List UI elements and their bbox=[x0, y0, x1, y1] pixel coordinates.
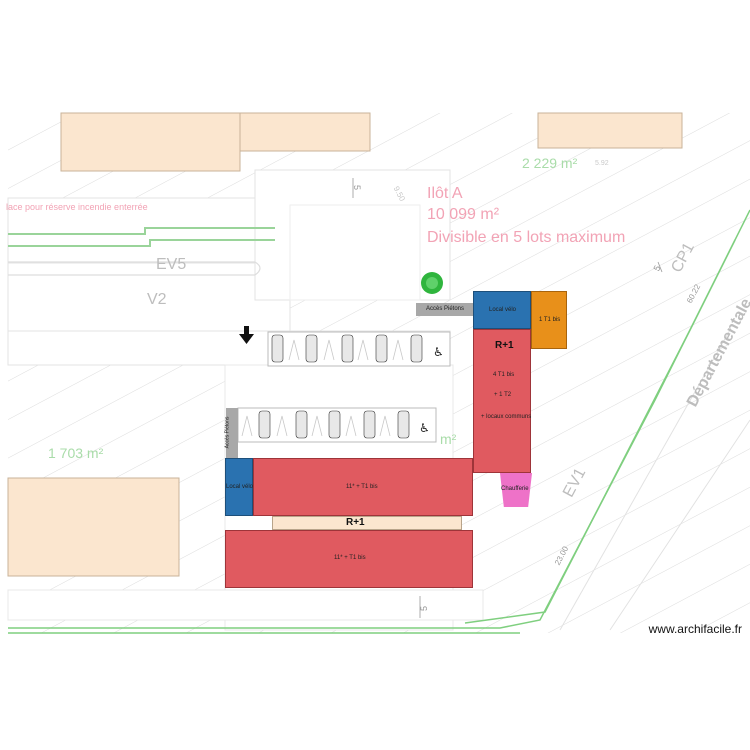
ev5-green-path bbox=[8, 227, 275, 247]
parking-row-bottom bbox=[237, 407, 437, 443]
ev5-road-edges bbox=[8, 261, 261, 276]
departementale-road-lines bbox=[559, 329, 750, 631]
area-west: 1 703 m² bbox=[48, 445, 104, 461]
block-r1-center-label: R+1 bbox=[346, 517, 365, 528]
neighbor-building-top-left bbox=[60, 112, 241, 172]
dimension-marks bbox=[352, 178, 663, 618]
chaufferie-label: Chaufferie bbox=[501, 486, 529, 492]
local-velo-top-label: Local vélo bbox=[489, 307, 517, 313]
chaufferie bbox=[500, 473, 532, 507]
entry-arrow-icon bbox=[239, 326, 254, 344]
t1-bis-box-label: 1 T1 bis bbox=[539, 317, 561, 323]
reserve-incendie-note: lace pour réserve incendie enterrée bbox=[6, 202, 148, 212]
area-north: 2 229 m² bbox=[522, 155, 578, 171]
block-r1-right-line2: + 1 T2 bbox=[494, 392, 512, 398]
dim-592: 5.92 bbox=[595, 160, 609, 167]
acces-pietons-top-label: Accès Piétons bbox=[426, 306, 465, 312]
block-bottom-label: 11* + T1 bis bbox=[334, 555, 366, 561]
acces-pietons-top bbox=[416, 303, 474, 316]
ilot-note: Divisible en 5 lots maximum bbox=[427, 229, 626, 246]
area-center-partial: m² bbox=[440, 431, 457, 447]
road-v2: V2 bbox=[147, 291, 167, 308]
block-r1-center bbox=[272, 516, 462, 530]
ilot-area: 10 099 m² bbox=[427, 206, 500, 223]
block-r1-right-line1: 4 T1 bis bbox=[493, 372, 515, 378]
boundary-green-lines bbox=[8, 209, 750, 634]
local-velo-top bbox=[473, 291, 531, 329]
local-velo-left bbox=[225, 458, 253, 516]
watermark: www.archifacile.fr bbox=[648, 622, 742, 636]
dim-5-bottom: 5 bbox=[419, 605, 430, 612]
neighbor-building-left bbox=[7, 477, 180, 577]
block-r1-right bbox=[473, 329, 531, 473]
ilot-name: Ilôt A bbox=[427, 185, 463, 202]
acces-pietons-side bbox=[226, 408, 238, 458]
wheelchair-icon: ♿ bbox=[419, 421, 430, 435]
block-r1-right-line3: + locaux communs bbox=[481, 414, 532, 420]
dim-5-top: 5 bbox=[352, 184, 363, 191]
neighbor-building-top-mid bbox=[239, 112, 371, 152]
tree-icon bbox=[421, 272, 443, 294]
neighbor-building-top-right bbox=[537, 112, 683, 149]
block-mid-label: 11* + T1 bis bbox=[346, 484, 378, 490]
wheelchair-icon: ♿ bbox=[433, 345, 444, 359]
parking-row-top bbox=[267, 331, 451, 367]
acces-pietons-side-label: Accès Piétons bbox=[224, 416, 231, 449]
block-r1-right-title: R+1 bbox=[495, 340, 514, 351]
block-bottom bbox=[225, 530, 473, 588]
block-mid bbox=[253, 458, 473, 516]
t1-bis-box bbox=[531, 291, 567, 349]
local-velo-left-label: Local vélo bbox=[226, 484, 254, 490]
road-ev5: EV5 bbox=[156, 256, 187, 273]
